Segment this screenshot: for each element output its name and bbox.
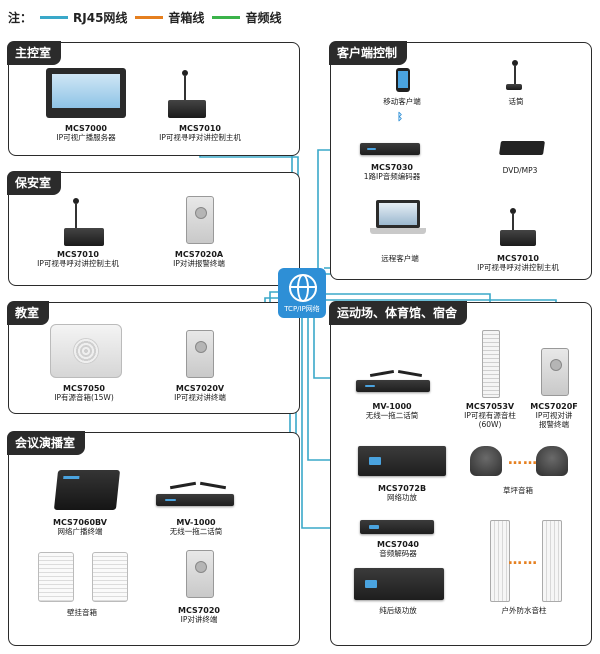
- desktop-console-image: [168, 100, 206, 118]
- broadcast-server-image: [46, 68, 126, 118]
- mic-stem: [75, 204, 77, 230]
- label-wall-speaker: 壁挂音箱: [67, 608, 97, 617]
- legend-label-rj45: RJ45网线: [73, 11, 128, 25]
- panel-title: 主控室: [7, 41, 62, 65]
- legend-prefix: 注：: [8, 11, 33, 25]
- lawn-speaker-left-image: [470, 446, 502, 476]
- mic-head: [510, 208, 516, 214]
- mic-head: [73, 198, 79, 204]
- outdoor-column-right-image: [542, 520, 562, 602]
- outdoor-column-left-image: [490, 520, 510, 602]
- legend-swatch-rj45: [40, 16, 69, 19]
- panel-meeting-hall: 会议演播室: [7, 431, 300, 646]
- panel-title: 保安室: [7, 171, 62, 195]
- mic-stem: [512, 214, 514, 232]
- active-speaker-image: [50, 324, 122, 378]
- legend-label-audio: 音频线: [245, 11, 282, 25]
- lawn-speaker-right-image: [536, 446, 568, 476]
- ellipsis-dots: ……: [508, 452, 538, 468]
- network-broadcast-terminal-image: [53, 470, 121, 510]
- panel-title: 运动场、体育馆、宿舍: [329, 301, 468, 325]
- tcpip-network-hub: TCP/IP网络: [278, 268, 326, 318]
- intercom-terminal-image: [186, 550, 214, 598]
- panel-client-control: 客户端控制: [329, 41, 592, 280]
- video-intercom-terminal-image: [186, 330, 214, 378]
- laptop-image: [370, 200, 426, 236]
- mic-stem: [514, 66, 516, 86]
- alarm-intercom-terminal-image: [186, 196, 214, 244]
- label-power-amp: 纯后级功放: [379, 606, 417, 615]
- wireless-mic-receiver-image: [156, 494, 234, 506]
- panel-title: 会议演播室: [7, 431, 86, 455]
- dvd-player-image: [499, 141, 545, 155]
- legend: 注： RJ45网线 音箱线 音频线: [8, 9, 281, 26]
- legend-swatch-audio: [212, 16, 241, 19]
- ellipsis-dots: ……: [508, 552, 538, 568]
- mic-head: [512, 60, 518, 66]
- mic-stem: [184, 76, 186, 102]
- wall-speaker-left-image: [38, 552, 74, 602]
- wall-speaker-right-image: [92, 552, 128, 602]
- wireless-mic-receiver-image: [356, 380, 430, 392]
- legend-swatch-speaker: [135, 16, 164, 19]
- desktop-console-image: [64, 228, 104, 246]
- power-amplifier-image: [354, 568, 444, 600]
- panel-title: 客户端控制: [329, 41, 408, 65]
- microphone-image: [506, 84, 522, 90]
- audio-decoder-image: [360, 520, 434, 534]
- label-microphone: 话筒: [508, 97, 524, 106]
- label-remote-client: 远程客户端: [381, 254, 419, 263]
- globe-meridian: [297, 274, 309, 302]
- desktop-console-image: [500, 230, 536, 246]
- mic-head: [182, 70, 188, 76]
- active-column-speaker-image: [482, 330, 500, 398]
- label-mobile-client: 移动客户端: [383, 97, 421, 106]
- label-dvd: DVD/MP3: [502, 166, 538, 175]
- mobile-phone-image: [396, 68, 410, 92]
- network-amplifier-image: [358, 446, 446, 476]
- label-outdoor-column: 户外防水音柱: [501, 606, 547, 615]
- bluetooth-icon: ᛒ: [397, 112, 403, 123]
- label-lawn-speaker: 草坪音箱: [503, 486, 533, 495]
- panel-title: 教室: [7, 301, 50, 325]
- legend-label-speaker: 音箱线: [168, 11, 205, 25]
- panel-security-room: 保安室: [7, 171, 300, 286]
- hub-label: TCP/IP网络: [284, 305, 320, 313]
- audio-encoder-image: [360, 143, 420, 155]
- globe-equator: [289, 286, 317, 288]
- alarm-terminal-image: [541, 348, 569, 396]
